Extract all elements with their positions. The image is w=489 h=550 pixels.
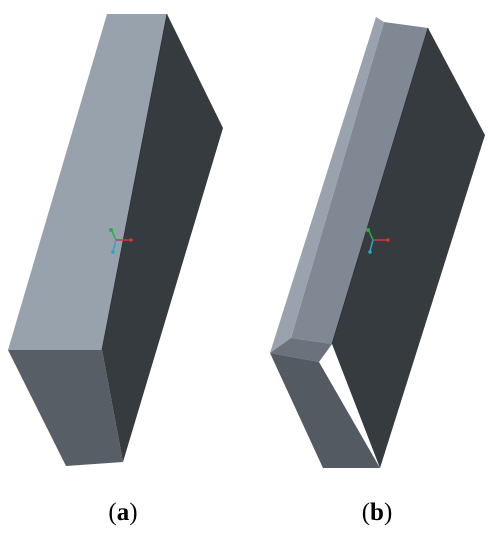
caption-a-open: (: [108, 499, 117, 526]
triad-b-y-axis: [368, 230, 374, 241]
caption-a-letter: a: [116, 499, 130, 526]
block-b-end-chamfer: [270, 338, 332, 362]
block-b-edge-line: [331, 27, 429, 345]
triad-b: [366, 228, 390, 254]
triad-b-z-axis: [369, 239, 374, 252]
block-a-edge-line: [101, 13, 168, 351]
block-b-front-face: [332, 28, 485, 468]
block-a-end-face: [8, 350, 123, 466]
triad-a: [109, 228, 133, 254]
block-b-top-face: [291, 22, 428, 344]
block-a-top-face: [8, 14, 167, 350]
block-b-chamfer-face: [270, 17, 384, 353]
caption-b-letter: b: [370, 499, 384, 526]
triad-a-y-axis: [111, 230, 117, 241]
triad-b-y-dot: [366, 228, 370, 232]
triad-b-x-dot: [386, 238, 390, 242]
triad-a-x-dot: [129, 238, 133, 242]
triad-a-z-dot: [111, 250, 115, 254]
caption-a: (a): [88, 496, 158, 530]
triad-a-y-dot: [109, 228, 113, 232]
triad-a-z-axis: [112, 239, 117, 252]
caption-b-close: ): [383, 499, 393, 526]
block-a: [8, 13, 223, 466]
caption-b: (b): [342, 496, 412, 530]
block-b: [270, 17, 485, 468]
block-b-end-face: [270, 353, 380, 468]
caption-b-open: (: [361, 499, 371, 526]
triad-b-z-dot: [368, 250, 372, 254]
block-a-front-face: [102, 14, 223, 462]
caption-a-close: ): [129, 499, 138, 526]
